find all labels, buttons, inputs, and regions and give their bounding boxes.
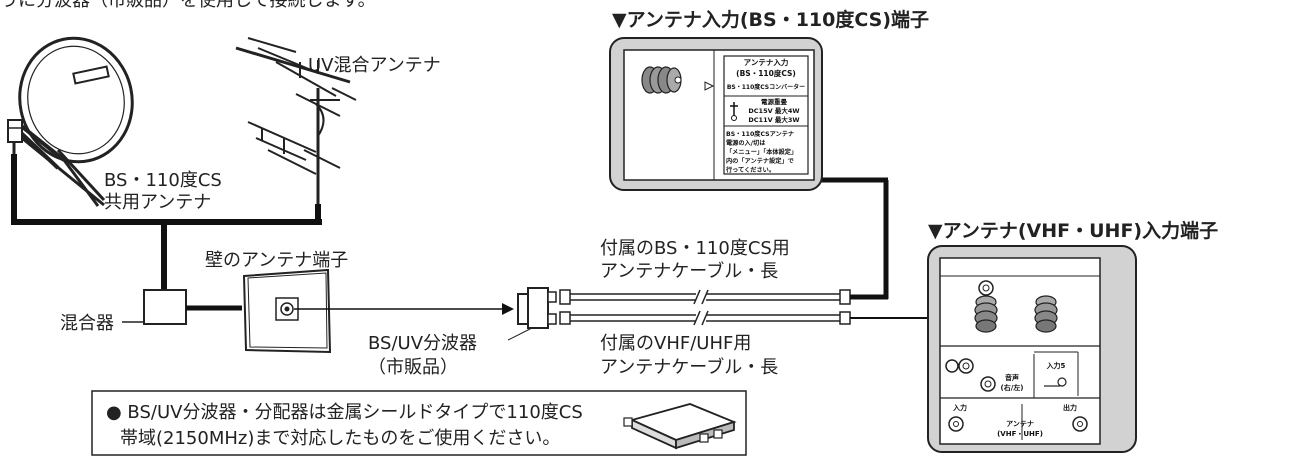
vhf-cable xyxy=(559,310,962,326)
splitter-label-2: （市販品） xyxy=(368,357,458,378)
bs-panel-power-2: DC15V 最大4W xyxy=(748,106,799,115)
audio-jack-icon xyxy=(945,358,996,392)
bs-panel-note-1: BS・110度CSアンテナ xyxy=(726,130,794,138)
coax-connector-icon xyxy=(641,66,682,94)
audio-label-1: 音声 xyxy=(1005,373,1019,382)
splitter-leader xyxy=(507,327,533,341)
bs-panel-power-3: DC11V 最大3W xyxy=(748,115,799,124)
output-label: 出力 xyxy=(1063,403,1077,412)
coax-connector-icon xyxy=(974,295,998,333)
bs-panel-label-1: アンテナ入力 xyxy=(744,57,789,67)
audio-label-2: (右/左) xyxy=(1001,383,1024,392)
uv-antenna-icon xyxy=(235,37,357,216)
bs-panel-note-3: 「メニュー」「本体設定」 xyxy=(726,148,797,156)
bs-antenna-label-1: BS・110度CS xyxy=(104,170,222,191)
bs-panel-power-1: 電源重畳 xyxy=(761,97,788,106)
splitter-icon xyxy=(517,287,557,329)
bs-antenna-label-2: 共用アンテナ xyxy=(104,192,211,213)
bs-panel-note-2: 電源の入/切は xyxy=(726,139,766,147)
antenna-label-2: (VHF・UHF) xyxy=(997,430,1043,438)
vhf-cable-label-2: アンテナケーブル・長 xyxy=(600,356,778,378)
input-label: 入力 xyxy=(952,403,967,412)
usb-port-icon xyxy=(1044,377,1067,387)
note-line-2: 帯域(2150MHz)まで対応したものをご使用ください。 xyxy=(120,428,560,449)
bs-panel-note-4: 内の「アンテナ設定」で xyxy=(726,157,794,165)
splitter-label-1: BS/UV分波器 xyxy=(368,333,477,354)
vhf-panel-title: ▼アンテナ(VHF・UHF)入力端子 xyxy=(928,219,1218,242)
bs-panel-label-2: (BS・110度CS) xyxy=(736,68,796,78)
bs-terminal-panel xyxy=(609,37,823,191)
antenna-label-1: アンテナ xyxy=(1006,420,1034,428)
uv-antenna-label: UV混合アンテナ xyxy=(308,55,441,76)
wall-terminal-label: 壁のアンテナ端子 xyxy=(205,250,348,271)
header-text: うに分波器（市販品）を使用して接続します。 xyxy=(0,0,376,11)
vhf-cable-label-1: 付属のVHF/UHF用 xyxy=(600,333,751,354)
splitter-photo-icon xyxy=(623,403,737,450)
bs-panel-note-5: 行ってください。 xyxy=(725,166,775,174)
cable-arrow xyxy=(502,303,514,315)
bs-cable-label-1: 付属のBS・110度CS用 xyxy=(600,238,790,259)
antenna-in-jack-core xyxy=(953,421,959,427)
antenna-out-jack-core xyxy=(1077,421,1083,427)
bs-panel-title: ▼アンテナ入力(BS・110度CS)端子 xyxy=(612,8,929,31)
mixer-label: 混合器 xyxy=(60,313,114,334)
mixer-icon xyxy=(143,289,187,325)
bs-panel-label-3: BS・110度CSコンバーター xyxy=(727,83,805,91)
input5-label: 入力5 xyxy=(1046,361,1066,370)
coax-connector-icon xyxy=(1034,295,1058,333)
satellite-dish-icon xyxy=(7,36,134,207)
antenna-cables xyxy=(11,154,322,290)
note-line-1: ● BS/UV分波器・分配器は金属シールドタイプで110度CS xyxy=(106,402,583,423)
bs-cable-label-2: アンテナケーブル・長 xyxy=(600,260,778,282)
wall-outlet-icon xyxy=(242,268,332,354)
dc-power-icon xyxy=(730,102,738,121)
